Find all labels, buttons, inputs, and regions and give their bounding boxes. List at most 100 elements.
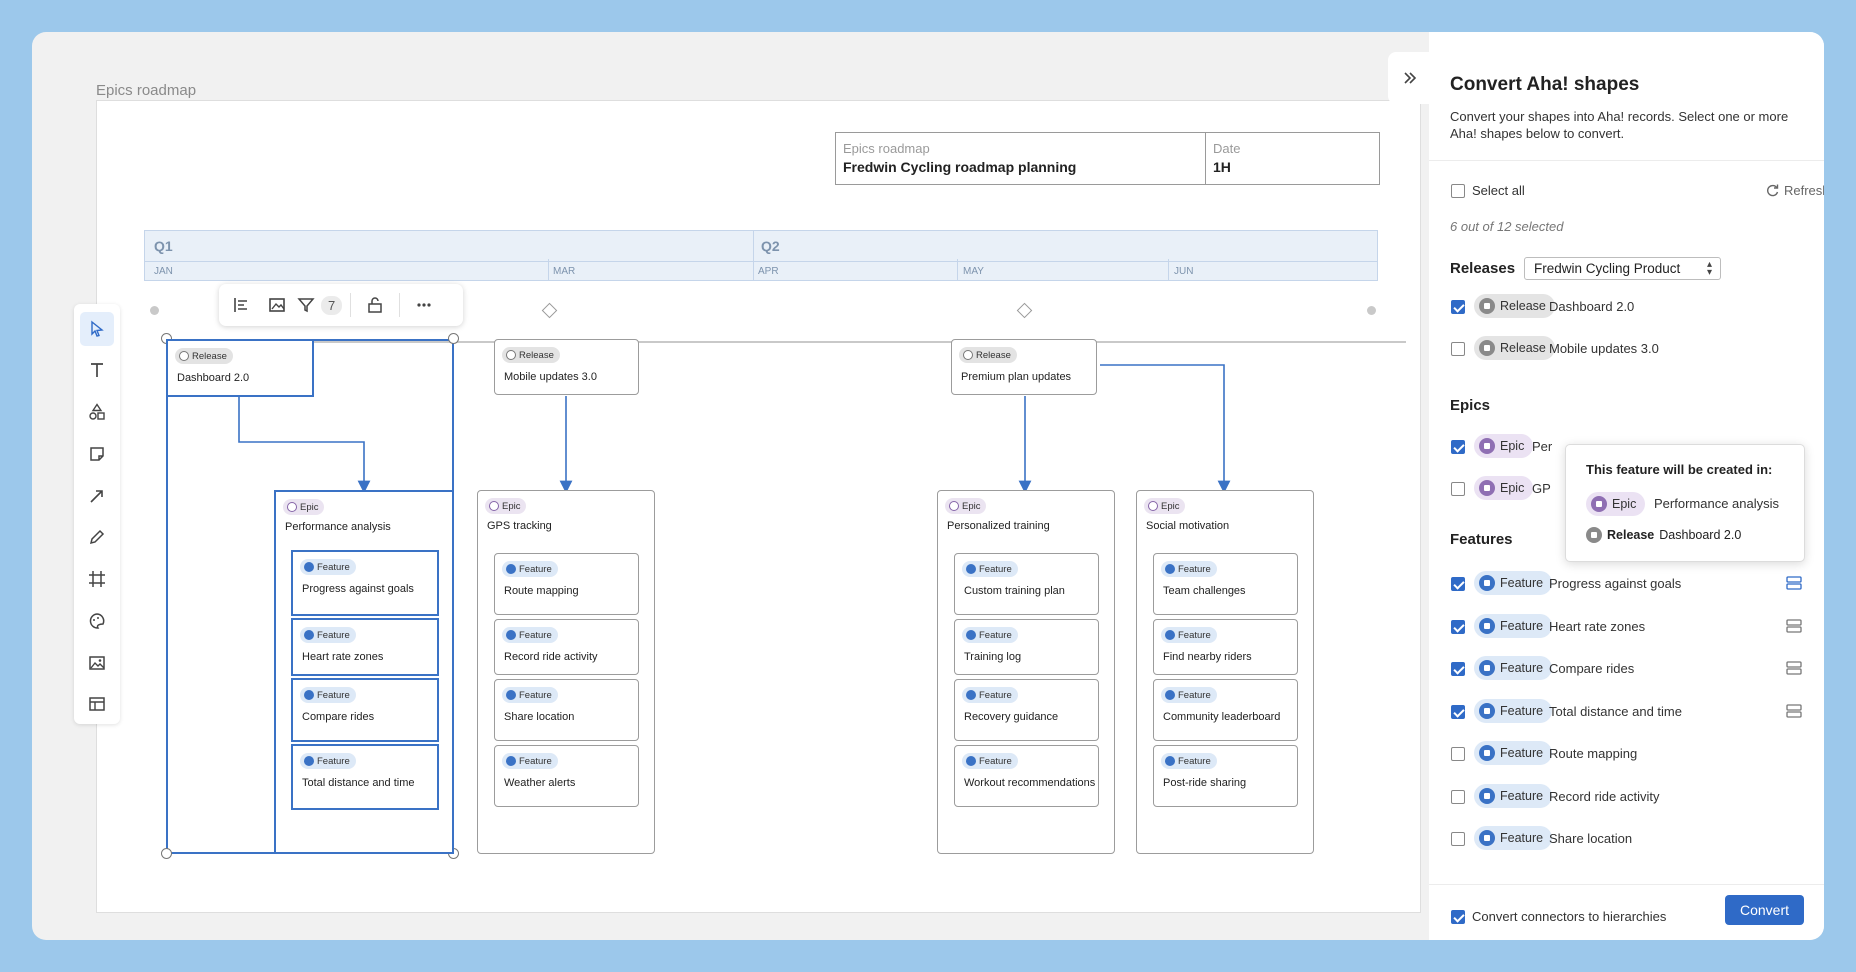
resize-handle[interactable] <box>161 848 172 859</box>
pen-tool[interactable] <box>80 520 114 554</box>
refresh-button[interactable]: Refresh <box>1766 183 1824 198</box>
panel-title: Convert Aha! shapes <box>1450 74 1640 95</box>
epic-checkbox[interactable] <box>1451 482 1465 496</box>
feature-card[interactable]: Feature Team challenges <box>1153 553 1298 615</box>
release-title: Premium plan updates <box>961 371 1072 383</box>
feature-card[interactable]: Feature Progress against goals <box>291 550 439 616</box>
resize-handle[interactable] <box>448 333 459 344</box>
feature-card[interactable]: Feature Post-ride sharing <box>1153 745 1298 807</box>
hierarchy-icon[interactable] <box>1786 704 1802 718</box>
connector[interactable] <box>1100 364 1231 494</box>
frame-icon <box>89 571 105 587</box>
feature-card[interactable]: Feature Compare rides <box>291 678 439 742</box>
hierarchy-icon[interactable] <box>1786 619 1802 633</box>
image-tool[interactable] <box>80 646 114 680</box>
feature-name: Share location <box>1549 831 1633 846</box>
hierarchy-icon[interactable] <box>1786 661 1802 675</box>
product-select[interactable]: Fredwin Cycling Product ▴▾ <box>1524 257 1721 280</box>
feature-card[interactable]: Feature Heart rate zones <box>291 618 439 676</box>
epic-checkbox[interactable] <box>1451 440 1465 454</box>
double-chevron-right-icon <box>1404 72 1417 84</box>
connector-tool[interactable] <box>80 479 114 513</box>
feature-card[interactable]: Feature Community leaderboard <box>1153 679 1298 741</box>
feature-title: Record ride activity <box>504 651 598 663</box>
connector[interactable] <box>238 396 371 494</box>
feature-badge: Feature <box>300 687 356 703</box>
feature-card[interactable]: Feature Training log <box>954 619 1099 675</box>
feature-icon <box>506 564 516 574</box>
feature-badge: Feature <box>1161 627 1217 643</box>
tooltip-release: Release Dashboard 2.0 <box>1586 527 1741 543</box>
feature-checkbox[interactable] <box>1451 790 1465 804</box>
filter-button[interactable]: 7 <box>297 289 343 321</box>
feature-name: Route mapping <box>1549 746 1638 761</box>
tooltip-heading: This feature will be created in: <box>1586 462 1773 477</box>
epic-badge: Epic <box>945 498 987 514</box>
release-pill: Release <box>1474 336 1555 360</box>
epic-badge: Epic <box>1144 498 1186 514</box>
panel-divider <box>1429 160 1824 161</box>
frame-tool[interactable] <box>80 562 114 596</box>
epic-title: GPS tracking <box>487 520 552 532</box>
feature-card[interactable]: Feature Recovery guidance <box>954 679 1099 741</box>
sticky-note-tool[interactable] <box>80 437 114 471</box>
convert-connectors-checkbox[interactable] <box>1451 910 1465 924</box>
feature-card[interactable]: Feature Route mapping <box>494 553 639 615</box>
release-icon <box>1479 340 1495 356</box>
header-value: 1H <box>1213 159 1231 175</box>
release-checkbox[interactable] <box>1451 342 1465 356</box>
feature-card[interactable]: Feature Weather alerts <box>494 745 639 807</box>
sticker-tool[interactable] <box>80 604 114 638</box>
template-tool[interactable] <box>80 687 114 721</box>
select-all-label: Select all <box>1472 183 1525 198</box>
feature-icon <box>506 756 516 766</box>
feature-name: Progress against goals <box>1549 576 1682 591</box>
sticky-note-icon <box>90 447 104 461</box>
feature-card[interactable]: Feature Total distance and time <box>291 744 439 810</box>
release-card[interactable]: Release Dashboard 2.0 <box>166 339 314 397</box>
feature-checkbox[interactable] <box>1451 620 1465 634</box>
lock-button[interactable] <box>359 289 391 321</box>
release-checkbox[interactable] <box>1451 300 1465 314</box>
epic-icon <box>949 501 959 511</box>
feature-checkbox[interactable] <box>1451 577 1465 591</box>
timeline[interactable]: Q1 Q2 JAN MAR APR MAY JUN <box>144 230 1378 281</box>
feature-title: Route mapping <box>504 585 579 597</box>
select-all-checkbox[interactable] <box>1451 184 1465 198</box>
release-pill: Release <box>1474 294 1555 318</box>
release-name: Dashboard 2.0 <box>1549 299 1635 314</box>
shapes-tool[interactable] <box>80 395 114 429</box>
feature-card[interactable]: Feature Share location <box>494 679 639 741</box>
more-button[interactable] <box>408 289 440 321</box>
feature-card[interactable]: Feature Custom training plan <box>954 553 1099 615</box>
month-label: JAN <box>154 266 173 277</box>
collapse-panel-button[interactable] <box>1388 52 1432 104</box>
release-card[interactable]: Release Premium plan updates <box>951 339 1097 395</box>
epic-title: Performance analysis <box>285 521 391 533</box>
hierarchy-icon[interactable] <box>1786 576 1802 590</box>
feature-card[interactable]: Feature Find nearby riders <box>1153 619 1298 675</box>
cursor-icon <box>91 320 104 337</box>
feature-card[interactable]: Feature Workout recommendations <box>954 745 1099 807</box>
select-tool[interactable] <box>80 312 114 346</box>
image-icon <box>89 656 105 670</box>
feature-icon <box>1165 630 1175 640</box>
roadmap-header-table[interactable]: Epics roadmap Fredwin Cycling roadmap pl… <box>835 132 1380 185</box>
feature-pill: Feature <box>1474 741 1553 765</box>
feature-card[interactable]: Feature Record ride activity <box>494 619 639 675</box>
align-button[interactable] <box>225 289 257 321</box>
quarter-divider <box>753 231 754 260</box>
pencil-icon <box>89 529 105 545</box>
feature-checkbox[interactable] <box>1451 705 1465 719</box>
release-card[interactable]: Release Mobile updates 3.0 <box>494 339 639 395</box>
convert-button[interactable]: Convert <box>1725 895 1804 925</box>
image-button[interactable] <box>261 289 293 321</box>
toolbar-separator <box>399 293 401 317</box>
feature-checkbox[interactable] <box>1451 747 1465 761</box>
feature-icon <box>1479 745 1495 761</box>
release-badge: Release <box>502 347 560 363</box>
feature-icon <box>966 564 976 574</box>
feature-checkbox[interactable] <box>1451 662 1465 676</box>
text-tool[interactable] <box>80 353 114 387</box>
feature-checkbox[interactable] <box>1451 832 1465 846</box>
